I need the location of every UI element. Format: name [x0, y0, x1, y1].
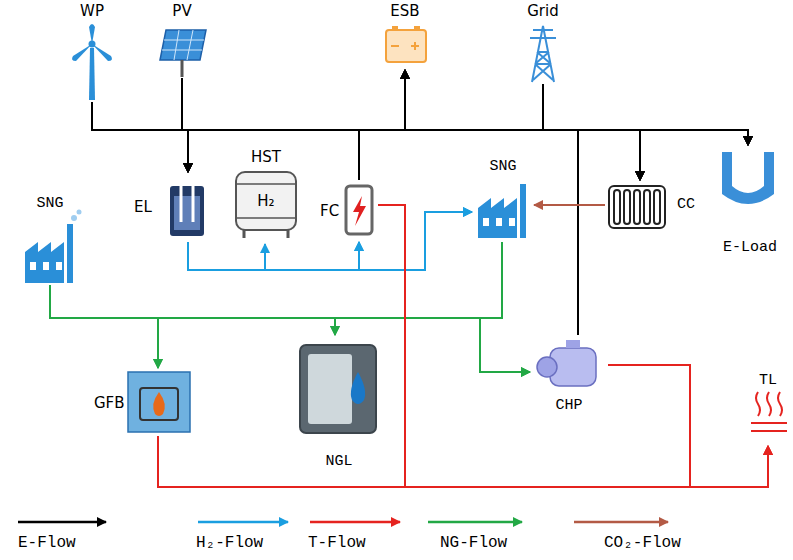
flow-connector — [92, 102, 640, 180]
flow-connector — [188, 242, 265, 270]
flow-connector — [608, 365, 768, 487]
legend-arrow — [574, 521, 668, 524]
flow-connector — [359, 70, 405, 180]
flow-connector — [158, 436, 768, 487]
fuel-cell-icon — [346, 186, 372, 234]
flow-connector — [92, 102, 188, 172]
flow-connector — [50, 285, 335, 335]
node-label: ESB — [390, 2, 419, 20]
fuel-cell-node: FC — [320, 180, 378, 242]
grid-node: Grid — [511, 0, 575, 84]
hydrogen-tank-icon — [236, 172, 296, 238]
flow-connector — [188, 212, 472, 270]
node-label: CC — [677, 196, 695, 214]
flow-connector — [265, 212, 472, 270]
flow-connector — [405, 70, 748, 145]
node-label: SNG — [489, 158, 516, 176]
chp-node: CHP — [530, 335, 608, 420]
node-label: E-Load — [723, 239, 777, 257]
grid-tower-icon — [530, 26, 556, 82]
electrolyzer-node: EL — [132, 172, 210, 242]
pv-panel-icon — [160, 30, 206, 77]
node-label: TL — [759, 372, 777, 390]
carbon-capture-icon — [609, 186, 665, 228]
flow-connector — [182, 70, 405, 130]
node-label: WP — [80, 2, 104, 20]
storage-battery-node: ESB — [376, 0, 434, 70]
flow-connector — [50, 285, 530, 372]
flow-connector — [188, 130, 359, 180]
gas-storage-icon — [300, 345, 376, 433]
legend-arrow — [18, 521, 106, 524]
photovoltaic-node: PV — [152, 0, 212, 78]
legend-label: NG-Flow — [440, 534, 507, 552]
legend-arrow — [198, 521, 288, 524]
node-label: FC — [320, 202, 339, 220]
chp-engine-icon — [537, 340, 596, 386]
flow-connector — [405, 70, 640, 180]
battery-icon — [386, 26, 426, 62]
gas-boiler-node: GFB — [92, 368, 194, 436]
node-label: Grid — [527, 2, 558, 20]
flow-connector — [543, 84, 640, 180]
electrolyzer-icon — [170, 180, 204, 236]
thermal-load-icon — [751, 392, 787, 431]
flow-connector — [158, 242, 502, 368]
node-label: PV — [172, 2, 191, 20]
flow-connector — [578, 130, 748, 335]
wind-turbine-icon — [72, 24, 112, 100]
factory-icon — [25, 210, 82, 284]
node-label: CHP — [555, 397, 582, 415]
thermal-load-node: TL — [744, 370, 790, 446]
node-label: HST — [251, 148, 281, 166]
gas-storage-node: NGL — [290, 335, 388, 475]
legend-label: CO₂-Flow — [604, 534, 681, 552]
icon-label: H₂ — [257, 192, 274, 210]
flow-connector — [335, 242, 502, 335]
legend-arrow — [428, 521, 522, 524]
flow-connector — [480, 242, 530, 372]
flow-connector — [405, 70, 578, 335]
gas-synthesis-node: SNG — [472, 158, 534, 242]
node-label: NGL — [325, 453, 352, 471]
hydrogen-tank-node: HST H₂ — [228, 146, 304, 244]
gas-synthesis-node: SNG — [15, 195, 85, 285]
flow-connector — [182, 78, 748, 145]
flow-connector — [359, 130, 640, 180]
flow-connector — [188, 130, 578, 335]
flow-connector — [92, 70, 405, 130]
wind-power-node: WP — [62, 0, 122, 102]
flow-connector — [378, 205, 768, 487]
legend-label: E-Flow — [18, 534, 76, 552]
legend-label: T-Flow — [308, 534, 366, 552]
factory-icon — [478, 184, 526, 238]
flow-connector — [92, 102, 748, 145]
flow-connector — [534, 204, 605, 206]
node-label: GFB — [94, 394, 125, 412]
flow-connector — [50, 285, 158, 368]
electric-load-node: E-Load — [712, 145, 788, 260]
flow-connector — [359, 130, 748, 180]
flow-connector — [405, 70, 543, 130]
gas-boiler-icon — [128, 372, 190, 432]
flow-connector — [188, 242, 359, 270]
flow-connector — [578, 130, 640, 335]
carbon-capture-node: CC — [605, 180, 705, 235]
node-label: EL — [134, 198, 152, 216]
flow-connector — [188, 70, 405, 172]
node-label: SNG — [36, 195, 63, 213]
load-icon — [722, 152, 774, 204]
flow-connector — [543, 84, 748, 145]
legend-label: H₂-Flow — [196, 534, 263, 552]
flow-connector — [265, 242, 359, 270]
legend-arrow — [310, 521, 400, 524]
